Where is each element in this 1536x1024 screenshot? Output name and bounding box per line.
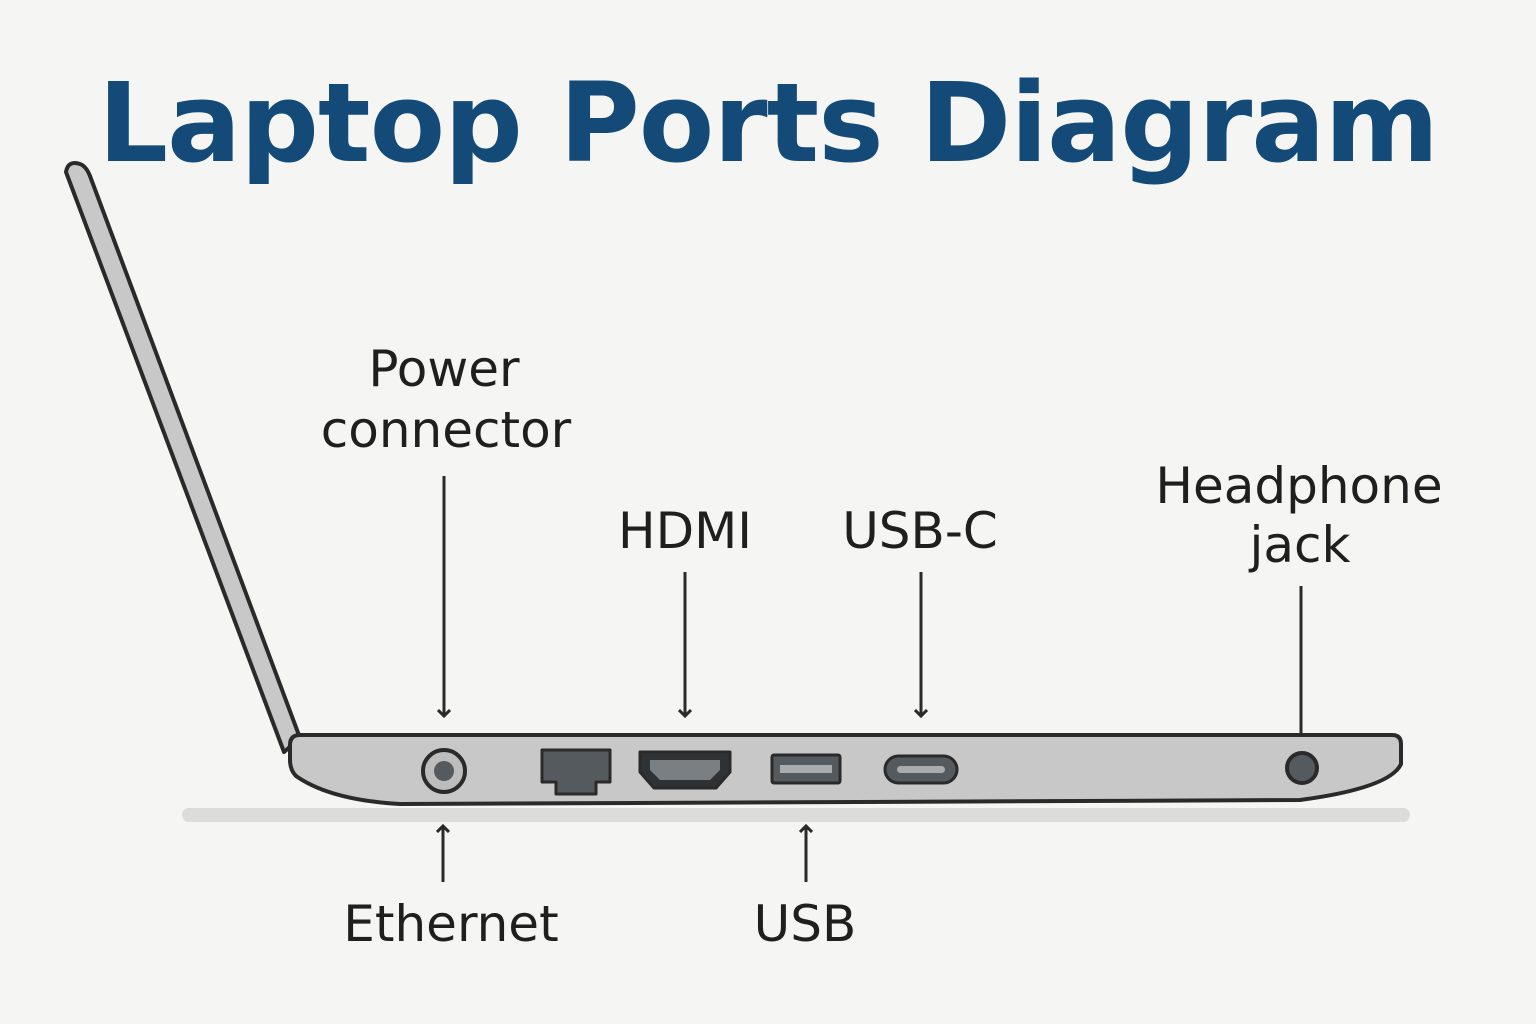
usb-c-label: USB-C — [842, 502, 998, 560]
hdmi-label: HDMI — [618, 502, 752, 560]
ethernet-port — [540, 748, 612, 796]
headphone-jack-port — [1285, 751, 1319, 785]
headphone-jack-label-line-2: jack — [1249, 516, 1351, 574]
power-connector-port — [421, 748, 467, 794]
usb-label: USB — [754, 895, 857, 953]
surface-shadow — [182, 808, 1410, 822]
hdmi-port — [638, 750, 732, 790]
usb-c-port — [883, 754, 959, 785]
power-connector-label-line-2: connector — [321, 401, 572, 459]
laptop-lid — [64, 161, 302, 754]
diagram-title: Laptop Ports Diagram — [97, 59, 1439, 187]
power-connector-label-line-1: Power — [368, 340, 520, 398]
ethernet-label: Ethernet — [343, 895, 558, 953]
usb-port — [770, 753, 842, 785]
headphone-jack-label-line-1: Headphone — [1155, 457, 1442, 515]
